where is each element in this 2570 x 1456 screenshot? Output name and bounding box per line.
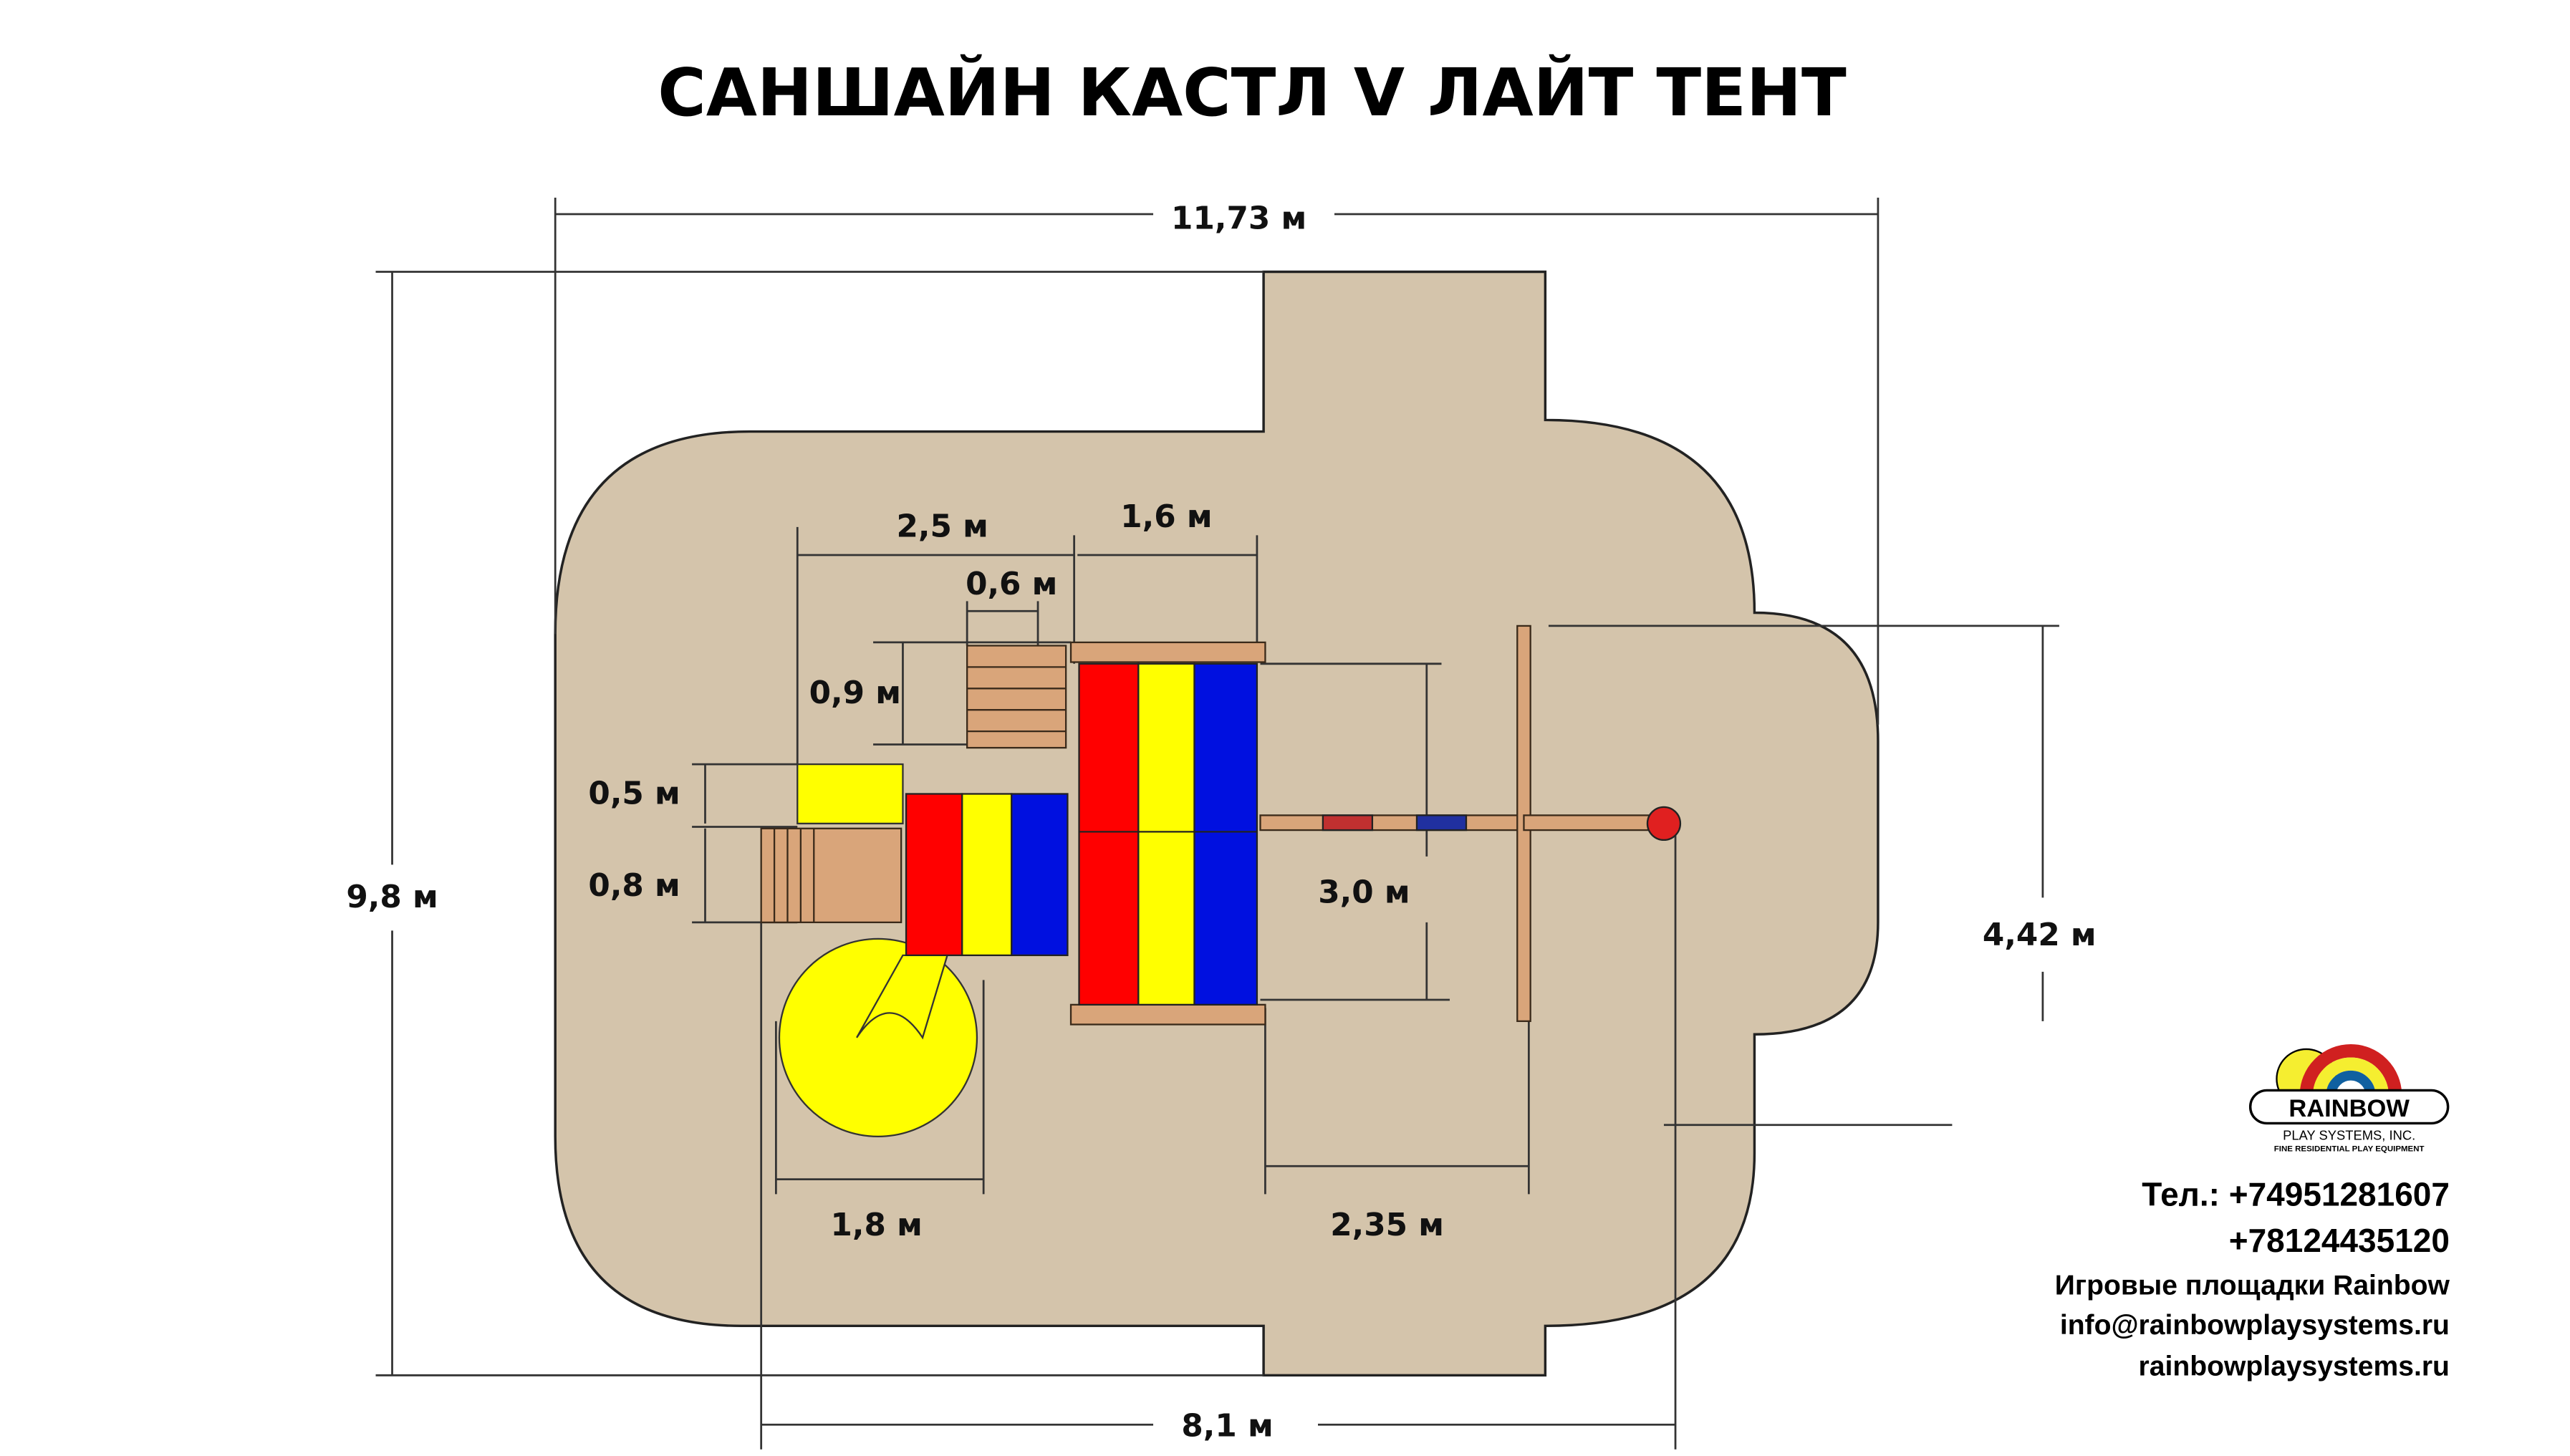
- logo-name: RAINBOW: [2289, 1095, 2410, 1122]
- logo-tagline: FINE RESIDENTIAL PLAY EQUIPMENT: [2274, 1145, 2425, 1154]
- dim-slide-width: 1,8 м: [830, 1207, 922, 1243]
- small-canopy: [905, 793, 1069, 957]
- wave-slide: [796, 763, 904, 825]
- dim-overall-depth: 9,8 м: [346, 879, 438, 915]
- diagram-title: САНШАЙН КАСТЛ V ЛАЙТ ТЕНТ: [658, 54, 1847, 131]
- swing-beam: [1259, 814, 1525, 831]
- dim-base-width: 8,1 м: [1181, 1407, 1273, 1444]
- main-canopy: [1078, 662, 1258, 1006]
- side-ladder: [760, 827, 903, 924]
- contact-phone-2: +78124435120: [2229, 1222, 2450, 1259]
- dim-canopy-length: 3,0 м: [1318, 874, 1410, 910]
- rope-ladder: [966, 645, 1067, 749]
- rainbow-logo: RAINBOW PLAY SYSTEMS, INC. FINE RESIDENT…: [2248, 1044, 2450, 1154]
- play-structure: [760, 625, 1682, 1137]
- contact-email[interactable]: info@rainbowplaysystems.ru: [2060, 1310, 2450, 1341]
- dimension-lines: [391, 213, 2044, 1426]
- logo-sub: PLAY SYSTEMS, INC.: [2283, 1127, 2415, 1142]
- contact-phone-1: Тел.: +74951281607: [2142, 1175, 2450, 1212]
- contact-company: Игровые площадки Rainbow: [2055, 1271, 2450, 1301]
- dim-slide-height: 0,5 м: [588, 775, 680, 811]
- dim-left-section: 2,5 м: [896, 508, 988, 545]
- spiral-slide: [778, 937, 978, 1137]
- dim-ladder-width: 0,6 м: [966, 566, 1057, 602]
- dim-ladder-length: 0,9 м: [809, 675, 901, 711]
- tire-swing: [1646, 806, 1682, 842]
- dim-swing-offset: 2,35 м: [1330, 1207, 1444, 1243]
- contact-website[interactable]: rainbowplaysystems.ru: [2139, 1351, 2450, 1382]
- dim-main-deck: 1,6 м: [1120, 498, 1212, 535]
- dim-overall-width: 11,73 м: [1171, 201, 1306, 237]
- dim-side-ladder: 0,8 м: [588, 867, 680, 904]
- dim-right-offset: 4,42 м: [1983, 917, 2097, 953]
